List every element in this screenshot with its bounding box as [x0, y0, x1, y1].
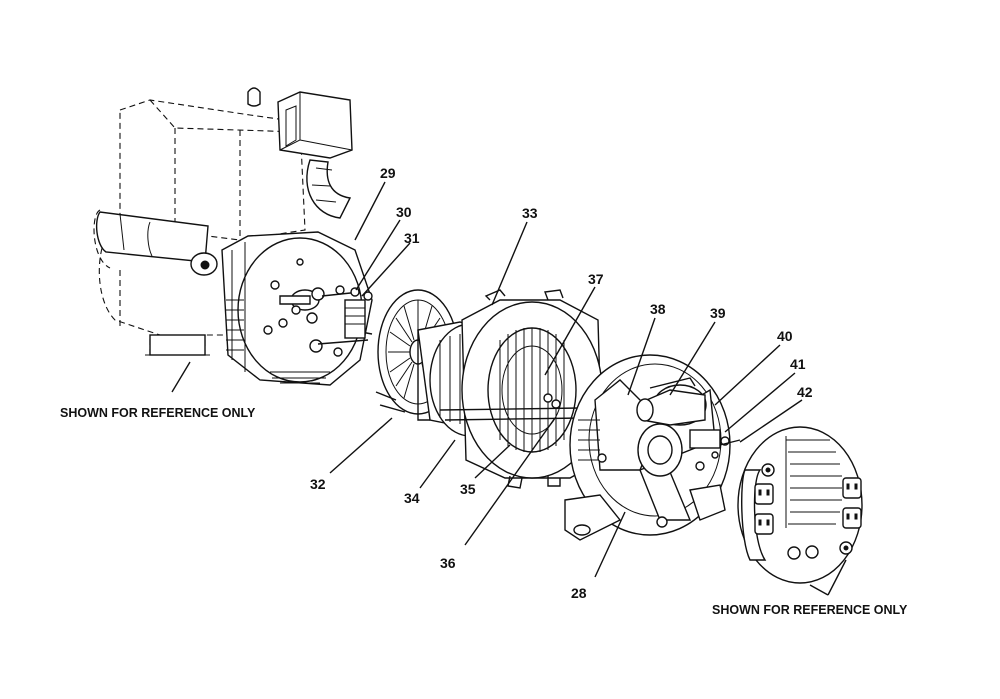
callout-40: 40 [777, 328, 793, 344]
callout-41: 41 [790, 356, 806, 372]
engine-reference [93, 87, 353, 356]
callout-28: 28 [571, 585, 587, 601]
callout-34: 34 [404, 490, 420, 506]
callout-32: 32 [310, 476, 326, 492]
callout-31: 31 [404, 230, 420, 246]
callout-30: 30 [396, 204, 412, 220]
outlet-panel-reference [737, 426, 863, 584]
callout-33: 33 [522, 205, 538, 221]
stator-33 [439, 289, 603, 489]
callout-37: 37 [588, 271, 604, 287]
leader-lines [171, 181, 847, 596]
fan-housing-29 [149, 231, 373, 386]
callout-39: 39 [710, 305, 726, 321]
callout-29: 29 [380, 165, 396, 181]
callout-36: 36 [440, 555, 456, 571]
reference-note-left: SHOWN FOR REFERENCE ONLY [60, 406, 256, 420]
reference-note-right: SHOWN FOR REFERENCE ONLY [712, 603, 908, 617]
end-bell-28 [564, 354, 741, 541]
callout-38: 38 [650, 301, 666, 317]
callout-35: 35 [460, 481, 476, 497]
callout-42: 42 [797, 384, 813, 400]
callout-labels: 29 30 31 33 37 38 39 40 41 42 32 34 35 3… [310, 165, 813, 601]
